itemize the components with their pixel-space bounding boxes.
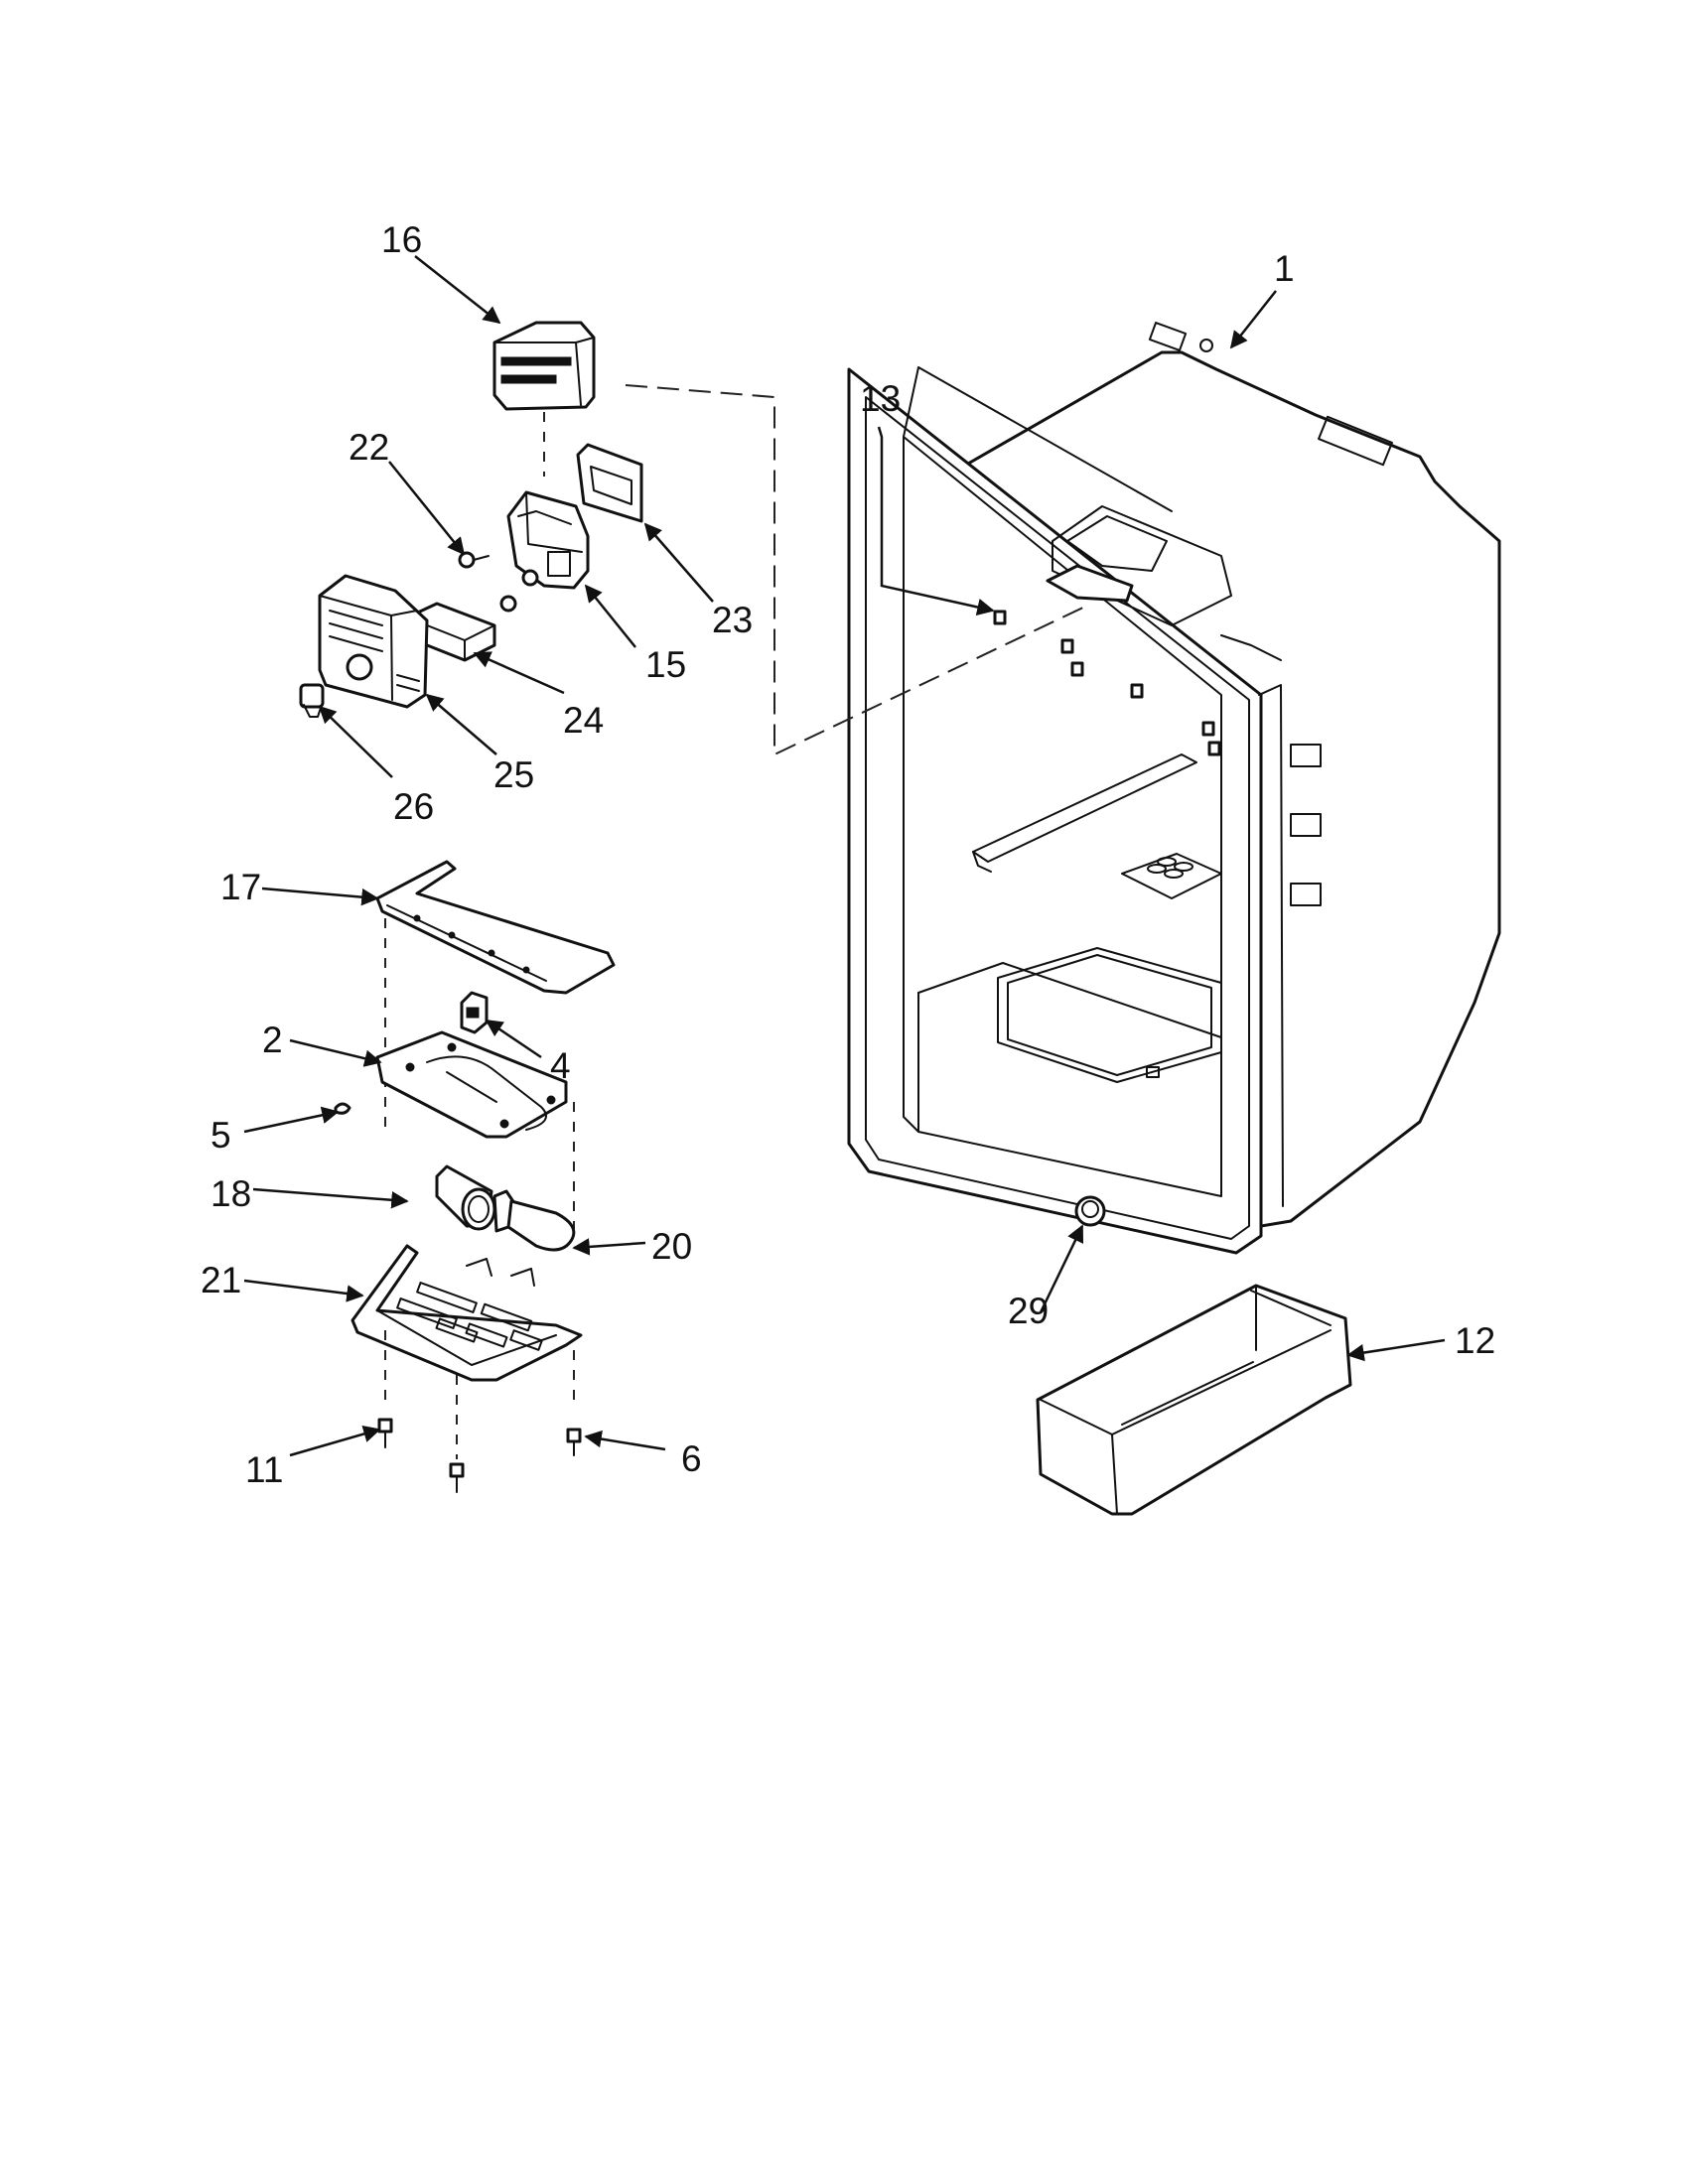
callout-20: 20 [651,1226,692,1267]
callout-26: 26 [393,786,434,827]
callout-16: 16 [381,219,422,260]
callout-6: 6 [681,1438,702,1479]
part-16-cover [492,321,596,411]
part-17-mounting-bracket [375,860,616,995]
callout-11: 11 [245,1449,283,1490]
part-22-screw [458,551,539,613]
callout-24: 24 [563,700,604,741]
callout-5: 5 [210,1115,231,1156]
callout-13: 13 [860,378,901,419]
callout-12: 12 [1455,1320,1495,1361]
refrigerator-liner [847,322,1501,1255]
part-2-light-housing [375,1030,568,1139]
callout-15: 15 [645,644,686,685]
part-21-lens [351,1244,583,1382]
part-20-bulb [492,1189,576,1252]
part-5-clip [334,1102,351,1115]
assembly-line-23 [625,384,1088,756]
callout-4: 4 [550,1045,571,1086]
callout-23: 23 [712,600,753,640]
callout-29: 29 [1008,1291,1049,1331]
callout-22: 22 [349,427,389,468]
callout-21: 21 [201,1260,241,1300]
part-screw-center [449,1462,465,1493]
part-26-knob [299,683,325,718]
leader-lines [243,255,1446,1457]
part-23-bracket [576,443,643,523]
part-18-socket [435,1164,496,1231]
callout-2: 2 [262,1020,283,1060]
callout-25: 25 [493,754,534,795]
part-15-housing [506,490,590,590]
part-25-light-cover [318,574,429,709]
part-29-button [1074,1195,1106,1227]
part-6-screw [566,1428,582,1456]
callout-18: 18 [210,1173,251,1214]
callout-17: 17 [220,867,261,907]
callout-1: 1 [1274,248,1295,289]
part-11-screw [377,1418,393,1448]
part-4-switch [460,991,489,1034]
part-12-door-bin [1036,1284,1352,1516]
